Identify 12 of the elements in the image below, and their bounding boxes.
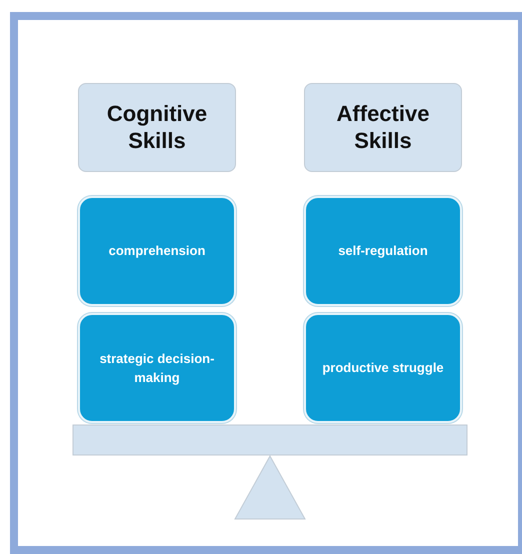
skill-label: productive struggle [322, 359, 444, 378]
category-heading: Affective Skills [336, 101, 430, 154]
skill-box [78, 313, 236, 423]
skill-label: comprehension [108, 242, 206, 260]
skill-box [304, 313, 462, 423]
skill-label: self-regulation [338, 242, 428, 260]
skill-label: strategic decision-making [98, 350, 216, 387]
skill-box [304, 196, 462, 306]
category-heading: Cognitive Skills [106, 101, 208, 154]
category-box [304, 83, 462, 172]
category-box [78, 83, 236, 172]
skill-box [78, 196, 236, 306]
